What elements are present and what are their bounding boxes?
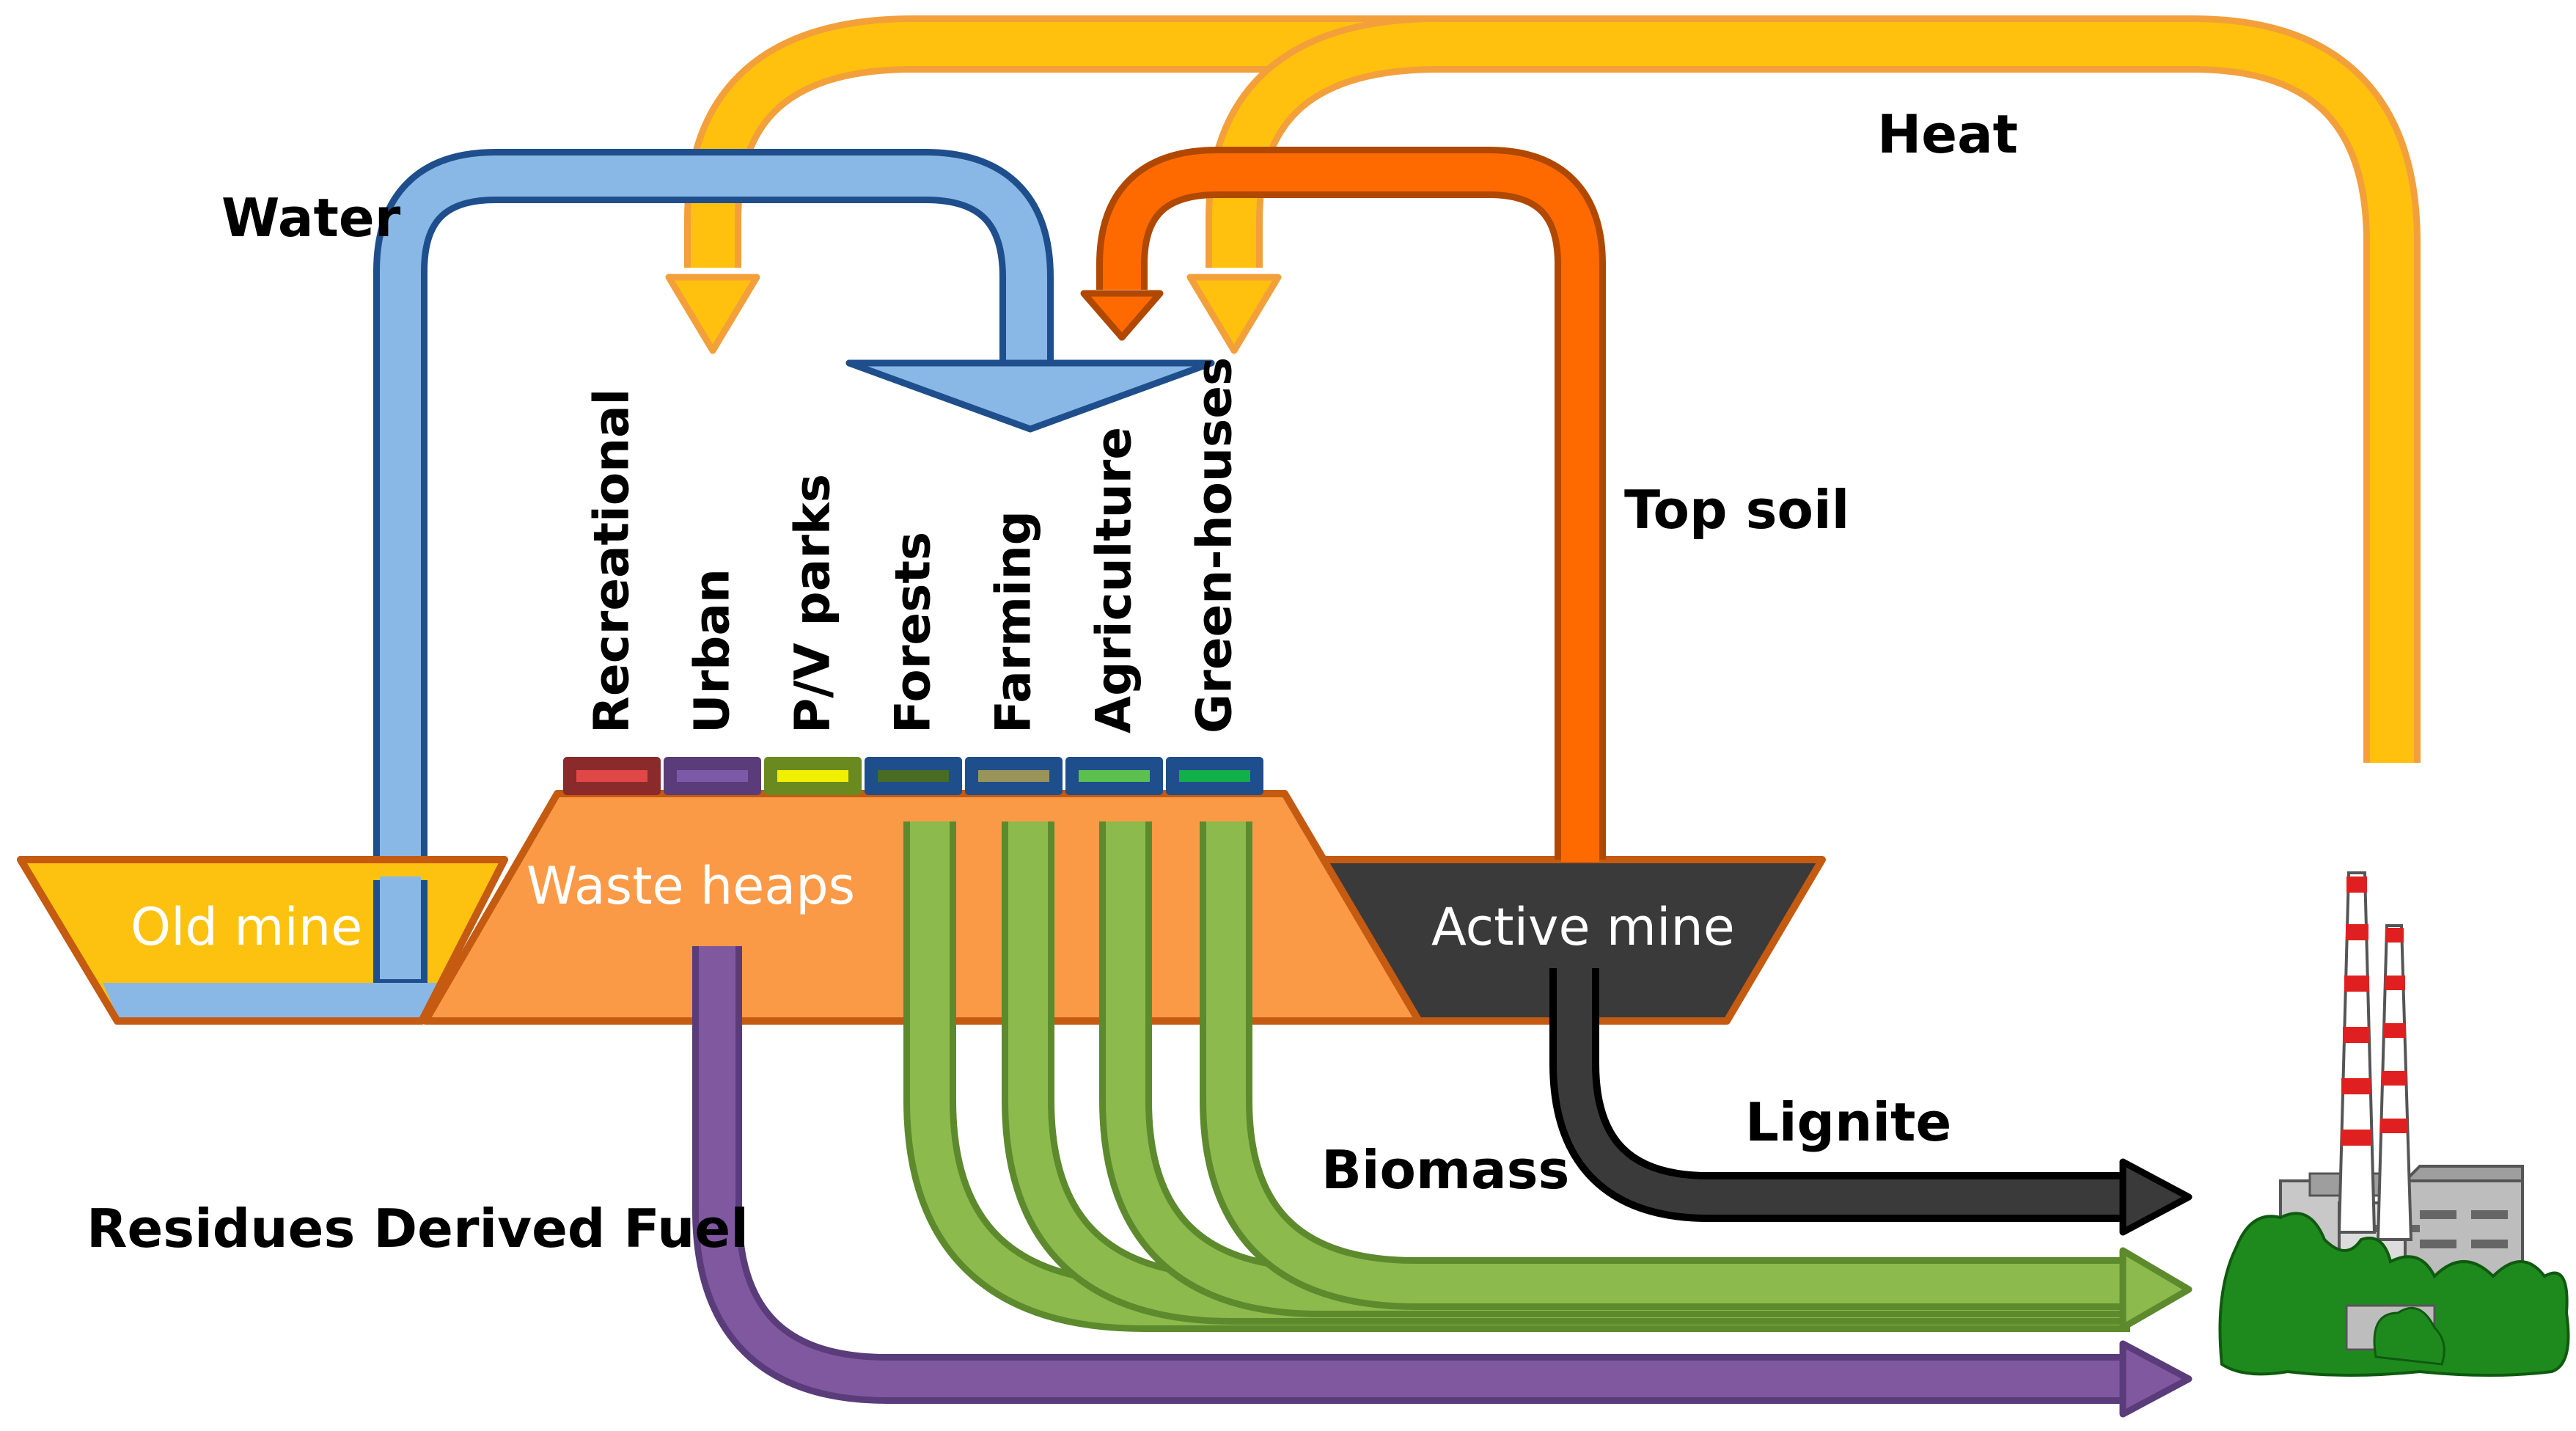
land-use-swatch-forests [878,770,949,782]
land-use-label-farming: Farming [986,510,1042,733]
land-use-label-agriculture: Agriculture [1086,427,1142,733]
lignite-flow [1549,968,2192,1236]
heat-label: Heat [1877,103,2018,165]
land-use-swatch-recreational [576,770,647,782]
top-soil-label: Top soil [1624,479,1849,541]
land-use-label-recreational: Recreational [584,389,640,733]
power-plant-trees [2218,1212,2570,1377]
biomass-arrowhead [2119,1247,2192,1331]
old-mine-label: Old mine [131,897,362,957]
land-use-swatch-farming [978,770,1049,782]
land-use-swatch-urban [677,770,748,782]
land-use-strip [563,757,1263,795]
heat-arrowhead-urban [665,274,760,354]
lignite-arrowhead [2119,1158,2192,1236]
top-soil-arrowhead [1080,290,1164,341]
land-use-label-green-houses: Green-houses [1186,357,1243,733]
power-plant-icon [2218,871,2570,1377]
water-flow [373,149,1215,983]
lignite-label: Lignite [1745,1091,1951,1153]
land-use-label-p-v-parks: P/V parks [785,474,841,733]
top-soil-flow [1080,147,1606,865]
biomass-label: Biomass [1321,1139,1569,1201]
old-mine-water [103,983,442,1020]
rdf-label: Residues Derived Fuel [87,1198,749,1259]
rdf-arrowhead [2119,1340,2192,1418]
heat-arrowhead-greenhouses [1186,274,1282,354]
water-label: Water [221,187,401,249]
labels: Water Heat Top soil Biomass Lignite Resi… [87,103,2018,1259]
water-arrowhead [845,359,1215,433]
land-use-label-forests: Forests [885,532,942,733]
land-use-swatch-agriculture [1079,770,1150,782]
rdf-flow [692,946,2192,1418]
land-use-swatch-p-v-parks [777,770,848,782]
biomass-flow [903,821,2192,1332]
land-use-swatch-green-houses [1179,770,1250,782]
land-use-label-urban: Urban [684,568,741,733]
waste-heaps-label: Waste heaps [526,856,855,916]
active-mine-label: Active mine [1431,897,1735,957]
heat-flow [665,15,2421,763]
